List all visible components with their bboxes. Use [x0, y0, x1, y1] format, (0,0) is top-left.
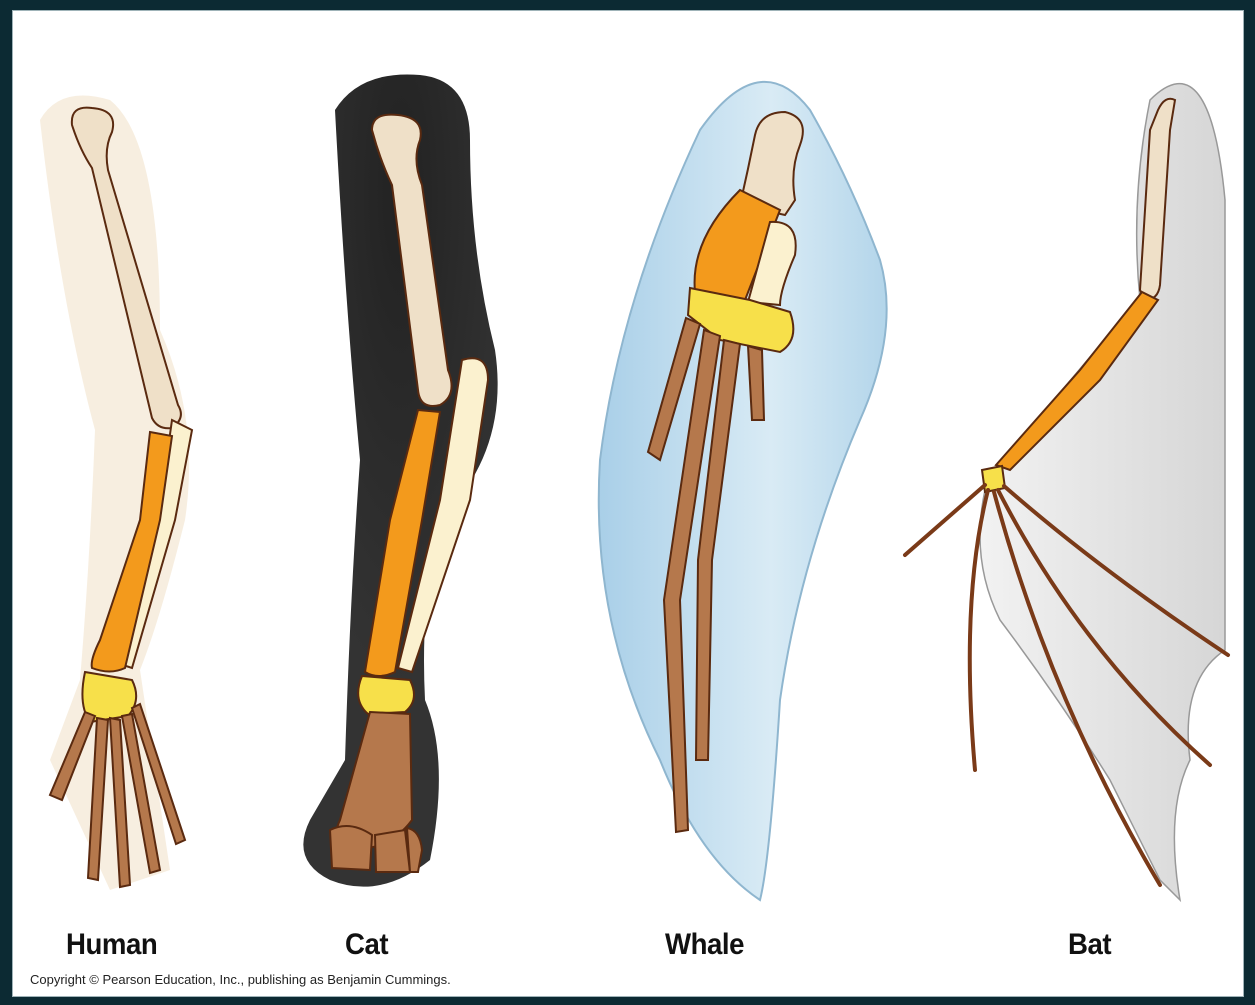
cat-carpals [358, 676, 414, 714]
label-bat: Bat [1068, 928, 1111, 962]
cat-limb [303, 74, 497, 886]
whale-limb [599, 82, 887, 900]
label-whale: Whale [665, 928, 744, 962]
bat-carpals [982, 466, 1005, 492]
bat-limb [905, 84, 1228, 900]
label-human: Human [66, 928, 157, 962]
copyright-notice: Copyright © Pearson Education, Inc., pub… [30, 972, 451, 987]
label-cat: Cat [345, 928, 388, 962]
human-limb [40, 96, 192, 891]
